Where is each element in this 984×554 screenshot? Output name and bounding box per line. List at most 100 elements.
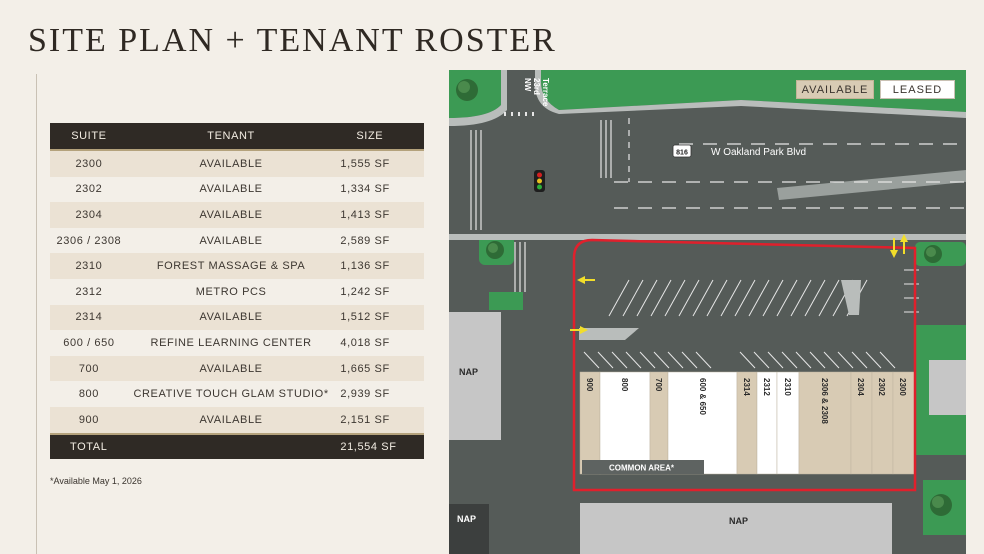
cell-tenant: FOREST MASSAGE & SPA	[127, 253, 335, 279]
cross-street-line: NW	[523, 78, 532, 92]
tree-icon	[486, 241, 504, 259]
arrow-up-icon	[900, 234, 908, 254]
total-size: 21,554 SF	[334, 433, 424, 459]
table-header-row: SUITE TENANT SIZE	[50, 123, 424, 150]
building-right	[929, 360, 966, 415]
suite-600-650	[667, 371, 738, 475]
table-row: 2314 AVAILABLE 1,512 SF	[50, 304, 424, 331]
suite-building	[579, 371, 916, 475]
cell-suite: 2306 / 2308	[50, 227, 128, 254]
crosswalk	[504, 112, 534, 116]
tenant-roster-table: SUITE TENANT SIZE 2300 AVAILABLE 1,555 S…	[50, 123, 424, 459]
cell-size: 1,555 SF	[334, 150, 424, 177]
cell-size: 1,512 SF	[334, 304, 424, 331]
grass-area	[489, 292, 523, 310]
cell-suite: 800	[50, 381, 128, 407]
parking-stalls	[583, 269, 919, 369]
suite-labels: 900 800 700 600 & 650 2314 2312 2310 230…	[585, 378, 907, 424]
suite-label: 2306 & 2308	[820, 378, 829, 424]
cell-size: 2,151 SF	[334, 406, 424, 434]
property-boundary	[572, 238, 917, 492]
divider-line	[36, 74, 37, 554]
cell-size: 2,939 SF	[334, 381, 424, 407]
sidewalk	[449, 234, 569, 240]
cell-suite: 2304	[50, 202, 128, 228]
cell-tenant: AVAILABLE	[127, 227, 335, 254]
table-row: 2302 AVAILABLE 1,334 SF	[50, 176, 424, 203]
tree-icon	[924, 245, 942, 263]
cell-suite: 2300	[50, 150, 128, 177]
legend-available: AVAILABLE	[796, 80, 874, 99]
footnote: *Available May 1, 2026	[50, 476, 142, 486]
suite-label: 2302	[877, 378, 886, 396]
tree-icon	[456, 79, 478, 101]
legend-leased: LEASED	[880, 80, 955, 99]
direction-arrows	[570, 234, 908, 334]
suite-label: 800	[620, 378, 629, 392]
table-row: 2310 FOREST MASSAGE & SPA 1,136 SF	[50, 253, 424, 279]
table-row: 2300 AVAILABLE 1,555 SF	[50, 150, 424, 177]
cell-suite: 2310	[50, 253, 128, 279]
cell-size: 2,589 SF	[334, 227, 424, 254]
lane-markings	[614, 118, 966, 209]
cell-suite: 2312	[50, 278, 128, 305]
suite-label: 2300	[898, 378, 907, 396]
cell-tenant: AVAILABLE	[127, 202, 335, 228]
suite-label: 700	[654, 378, 663, 392]
cell-size: 1,413 SF	[334, 202, 424, 228]
common-area	[582, 460, 704, 474]
nap-label-bottom-left: NAP	[457, 514, 476, 524]
cell-suite: 900	[50, 406, 128, 434]
suite-label: 2310	[783, 378, 792, 396]
table-row: 800 CREATIVE TOUCH GLAM STUDIO* 2,939 SF	[50, 381, 424, 407]
street-name: W Oakland Park Blvd	[711, 147, 806, 158]
traffic-light-yellow	[537, 178, 542, 184]
suite-label: 2314	[742, 378, 751, 396]
cross-street-line: 23rd	[532, 78, 541, 95]
column-header-suite: SUITE	[50, 123, 128, 150]
road-shield-icon	[672, 144, 692, 158]
cell-suite: 600 / 650	[50, 330, 128, 356]
cell-suite: 2302	[50, 176, 128, 203]
cell-tenant: AVAILABLE	[127, 150, 335, 177]
grass-area	[541, 70, 741, 110]
nap-lot-bottom-left	[449, 504, 489, 554]
arrow-left-icon	[577, 276, 595, 284]
nap-building-left	[449, 312, 501, 440]
cell-tenant: AVAILABLE	[127, 406, 335, 434]
total-label: TOTAL	[50, 433, 128, 459]
nap-label-left: NAP	[459, 367, 478, 377]
page-title: SITE PLAN + TENANT ROSTER	[28, 22, 557, 59]
cross-street-line: Terrace	[541, 78, 550, 107]
cell-tenant: AVAILABLE	[127, 176, 335, 203]
traffic-light-red	[537, 172, 542, 178]
suite-label: 900	[585, 378, 594, 392]
cell-tenant: AVAILABLE	[127, 355, 335, 382]
crosswalk	[470, 120, 612, 292]
table-row: 700 AVAILABLE 1,665 SF	[50, 355, 424, 382]
suite-2306-2308	[798, 371, 852, 475]
cell-size: 1,136 SF	[334, 253, 424, 279]
traffic-light-green	[537, 184, 542, 190]
sidewalk	[535, 70, 966, 118]
cell-tenant: METRO PCS	[127, 278, 335, 305]
road-shield-number: 816	[676, 150, 688, 157]
common-area-label: COMMON AREA*	[609, 464, 675, 473]
total-spacer	[127, 433, 335, 459]
cell-suite: 700	[50, 355, 128, 382]
column-header-size: SIZE	[334, 123, 424, 150]
cell-tenant: REFINE LEARNING CENTER	[127, 330, 335, 356]
cell-size: 1,665 SF	[334, 355, 424, 382]
cell-size: 4,018 SF	[334, 330, 424, 356]
table-total-row: TOTAL 21,554 SF	[50, 433, 424, 459]
column-header-tenant: TENANT	[127, 123, 335, 150]
cross-street-label: NW 23rd Terrace	[523, 78, 550, 107]
nap-building-bottom	[580, 503, 892, 554]
parking-island	[841, 280, 861, 315]
parking-island	[579, 328, 639, 340]
sidewalk	[449, 70, 507, 126]
site-plan-map: 816 W Oakland Park Blvd NW 23rd Terrace …	[449, 70, 966, 554]
cell-size: 1,334 SF	[334, 176, 424, 203]
median	[777, 170, 966, 200]
arrow-down-icon	[890, 238, 898, 258]
